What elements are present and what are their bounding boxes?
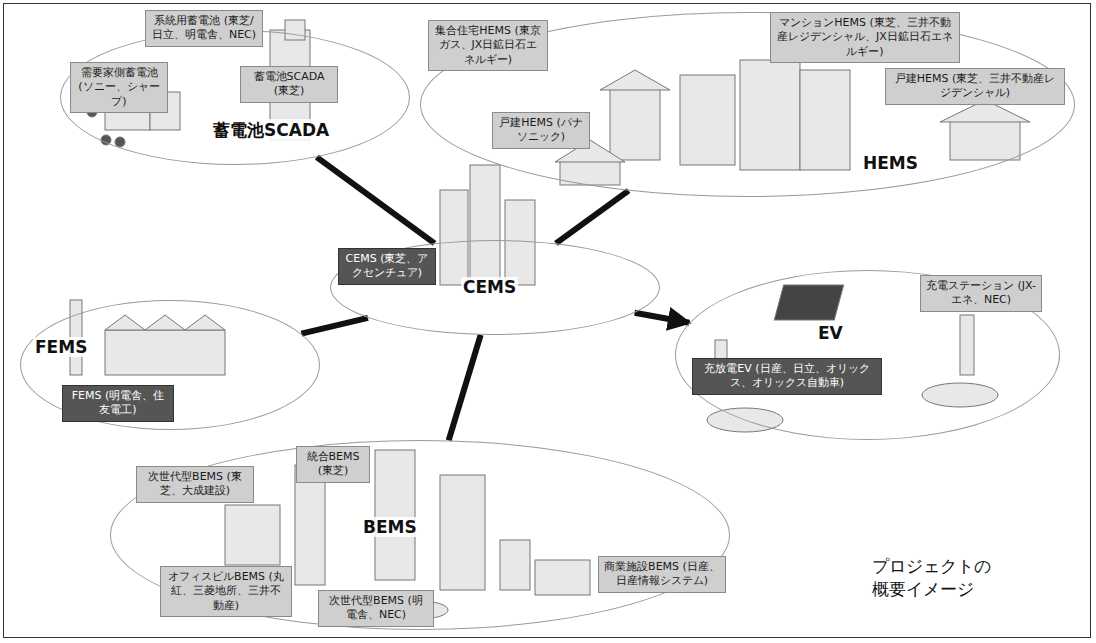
link-line xyxy=(556,191,629,244)
link-line xyxy=(317,157,435,243)
link-line xyxy=(301,318,368,334)
link-line xyxy=(449,335,481,441)
company-callout: 次世代型BEMS (明電舎、NEC) xyxy=(318,590,434,627)
callout-text: 統合BEMS (東芝) xyxy=(302,450,364,479)
callout-text: 充電ステーション (JX-エネ、NEC) xyxy=(926,279,1036,308)
company-callout: 戸建HEMS (東芝、三井不動産レジデンシャル) xyxy=(885,68,1065,105)
callout-text: 充放電EV (日産、日立、オリックス、オリックス自動車) xyxy=(698,362,876,391)
callout-text: オフィスビルBEMS (丸紅、三菱地所、三井不動産) xyxy=(166,570,286,613)
callout-text: 戸建HEMS (東芝、三井不動産レジデンシャル) xyxy=(891,72,1059,101)
callout-text: 需要家側蓄電池 (ソニー、シャープ) xyxy=(76,66,162,109)
region-label: 蓄電池SCADA xyxy=(211,119,331,142)
caption-note: プロジェクトの 概要イメージ xyxy=(872,555,998,601)
callout-text: マンションHEMS (東芝、三井不動産レジデンシャル、JX日鉱日石エネルギー) xyxy=(776,16,954,59)
region-label: EV xyxy=(816,323,845,343)
callout-text: 次世代型BEMS (東芝、大成建設) xyxy=(142,470,248,499)
company-callout: オフィスビルBEMS (丸紅、三菱地所、三井不動産) xyxy=(160,566,292,617)
region-label: HEMS xyxy=(861,153,920,173)
company-callout: 統合BEMS (東芝) xyxy=(296,446,370,483)
company-callout: 集合住宅HEMS (東京ガス、JX日鉱日石エネルギー) xyxy=(428,20,548,71)
company-callout: 蓄電池SCADA (東芝) xyxy=(240,66,338,103)
region-label: BEMS xyxy=(361,517,419,537)
callout-text: 戸建HEMS (パナソニック) xyxy=(498,116,584,145)
company-callout: 系統用蓄電池 (東芝/日立、明電舎、NEC) xyxy=(145,10,263,47)
company-callout: 需要家側蓄電池 (ソニー、シャープ) xyxy=(70,62,168,113)
callout-text: 系統用蓄電池 (東芝/日立、明電舎、NEC) xyxy=(151,14,257,43)
region-label: FEMS xyxy=(33,337,89,357)
company-callout: FEMS (明電舎、住友電工) xyxy=(62,385,174,422)
callout-text: FEMS (明電舎、住友電工) xyxy=(68,389,168,418)
callout-text: CEMS (東芝、アクセンチュア) xyxy=(344,252,430,281)
company-callout: 商業施設BEMS (日産、日産情報システム) xyxy=(598,556,726,593)
company-callout: 充放電EV (日産、日立、オリックス、オリックス自動車) xyxy=(692,358,882,395)
callout-text: 集合住宅HEMS (東京ガス、JX日鉱日石エネルギー) xyxy=(434,24,542,67)
link-line xyxy=(635,313,690,323)
callout-text: 蓄電池SCADA (東芝) xyxy=(246,70,332,99)
callout-text: 次世代型BEMS (明電舎、NEC) xyxy=(324,594,428,623)
company-callout: 充電ステーション (JX-エネ、NEC) xyxy=(920,275,1042,312)
callout-text: 商業施設BEMS (日産、日産情報システム) xyxy=(604,560,720,589)
region-label: CEMS xyxy=(461,277,518,297)
company-callout: 次世代型BEMS (東芝、大成建設) xyxy=(136,466,254,503)
company-callout: マンションHEMS (東芝、三井不動産レジデンシャル、JX日鉱日石エネルギー) xyxy=(770,12,960,63)
company-callout: 戸建HEMS (パナソニック) xyxy=(492,112,590,149)
company-callout: CEMS (東芝、アクセンチュア) xyxy=(338,248,436,285)
